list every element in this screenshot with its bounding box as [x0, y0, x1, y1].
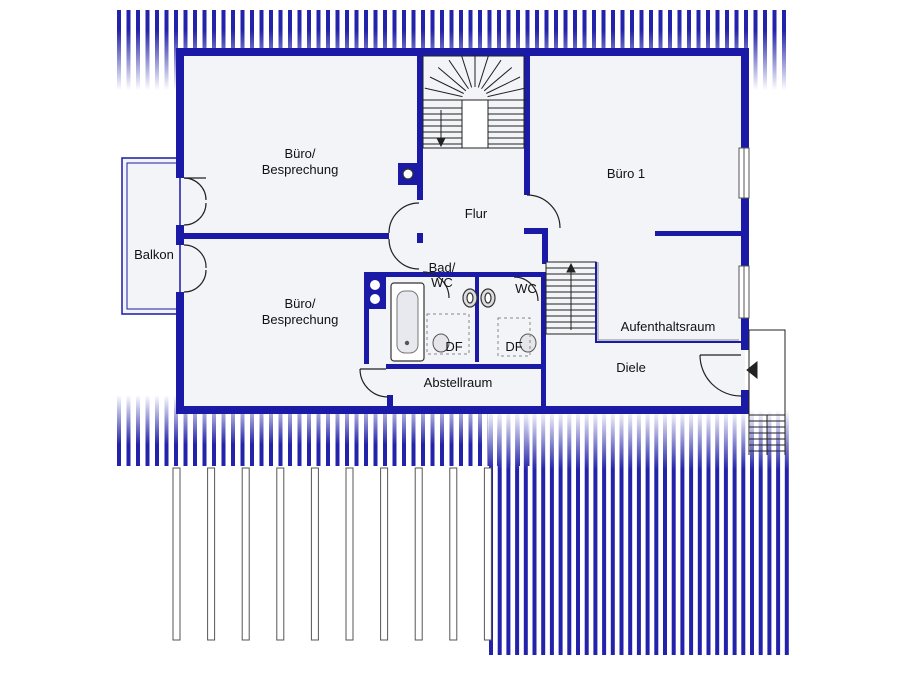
- roof-stripe: [654, 410, 659, 655]
- label-df-right: DF: [505, 339, 522, 354]
- stair-tread: [429, 76, 464, 94]
- roof-stripe: [549, 410, 554, 655]
- shaft-symbols: [364, 168, 414, 309]
- label-aufenthaltsraum: Aufenthaltsraum: [621, 319, 716, 334]
- roof-stripe: [515, 410, 520, 655]
- roof-stripe: [584, 410, 589, 655]
- toilets: [432, 333, 537, 353]
- roof-stripe: [602, 410, 607, 655]
- label-buero-besprechung-bottom-2: Besprechung: [262, 312, 339, 327]
- label-buero-besprechung-bottom: Büro/: [284, 296, 315, 311]
- floor-area: [180, 52, 745, 410]
- roof-stripe: [697, 410, 702, 655]
- roof-stripe: [680, 410, 685, 655]
- grey-outline: [597, 262, 739, 341]
- stair-tread: [487, 87, 526, 98]
- label-balkon: Balkon: [134, 247, 174, 262]
- label-bad-wc: WC: [431, 275, 453, 290]
- pergola-posts: [172, 467, 492, 641]
- roof-stripe: [689, 410, 694, 655]
- roof-stripe: [767, 410, 772, 655]
- roof-stripe: [619, 410, 624, 655]
- roof-stripe: [610, 410, 615, 655]
- pergola-post: [172, 467, 181, 641]
- pergola-post: [449, 467, 458, 641]
- roof-stripe: [636, 410, 641, 655]
- roof-stripe: [558, 410, 563, 655]
- doors: [183, 177, 742, 398]
- roof-stripe: [567, 410, 572, 655]
- windows-right: [738, 147, 750, 319]
- pergola-post: [483, 467, 492, 641]
- roof-stripe: [541, 410, 546, 655]
- roof-stripe: [593, 410, 598, 655]
- stair-tread: [461, 55, 473, 88]
- label-buero-besprechung-top-2: Besprechung: [262, 162, 339, 177]
- roof-stripe: [758, 410, 763, 655]
- roof-stripe: [532, 410, 537, 655]
- staircase-top: [422, 54, 527, 149]
- pergola-post: [414, 467, 423, 641]
- roof-stripe: [715, 410, 720, 655]
- pergola-post: [380, 467, 389, 641]
- roof-stripe: [784, 410, 789, 655]
- pergola-post: [207, 467, 216, 641]
- roof-stripe: [723, 410, 728, 655]
- stair-tread: [477, 55, 489, 88]
- label-diele: Diele: [616, 360, 646, 375]
- label-abstellraum: Abstellraum: [424, 375, 493, 390]
- label-bad: Bad/: [429, 260, 456, 275]
- label-wc: WC: [515, 281, 537, 296]
- balcony: [121, 157, 181, 315]
- roof-stripe: [628, 410, 633, 655]
- washbasins: [462, 288, 496, 308]
- roof-stripe: [497, 410, 502, 655]
- stair-tread: [437, 67, 467, 92]
- roof-stripe: [576, 410, 580, 655]
- entrance-landing: [746, 329, 786, 455]
- stair-tread: [483, 67, 513, 92]
- roof-hatching-bottom-right: [489, 410, 789, 655]
- roof-stripe: [750, 410, 754, 655]
- label-flur: Flur: [465, 206, 488, 221]
- label-buero-besprechung-top: Büro/: [284, 146, 315, 161]
- roof-stripe: [776, 410, 781, 655]
- roof-fade-bottom-right: [488, 410, 794, 470]
- label-df-left: DF: [445, 339, 462, 354]
- staircase-right: [545, 261, 597, 335]
- bathtub: [390, 282, 425, 362]
- roof-stripe: [671, 410, 676, 655]
- skylight-outlines: [426, 313, 531, 357]
- stair-tread: [448, 59, 469, 90]
- roof-stripe: [663, 410, 667, 655]
- interior-walls: [184, 52, 741, 410]
- stair-tread: [481, 59, 502, 90]
- pergola-post: [276, 467, 285, 641]
- outer-walls: [176, 48, 749, 414]
- stair-tread: [486, 76, 521, 94]
- pergola-post: [310, 467, 319, 641]
- roof-stripe: [706, 410, 711, 655]
- roof-stripe: [645, 410, 650, 655]
- roof-stripe: [523, 410, 528, 655]
- label-buero1: Büro 1: [607, 166, 645, 181]
- pergola-post: [345, 467, 354, 641]
- roof-stripe: [741, 410, 746, 655]
- pergola-post: [241, 467, 250, 641]
- stair-tread: [424, 87, 463, 98]
- roof-stripe: [506, 410, 511, 655]
- roof-stripe: [732, 410, 737, 655]
- aufenthaltsraum-partition: [595, 262, 741, 343]
